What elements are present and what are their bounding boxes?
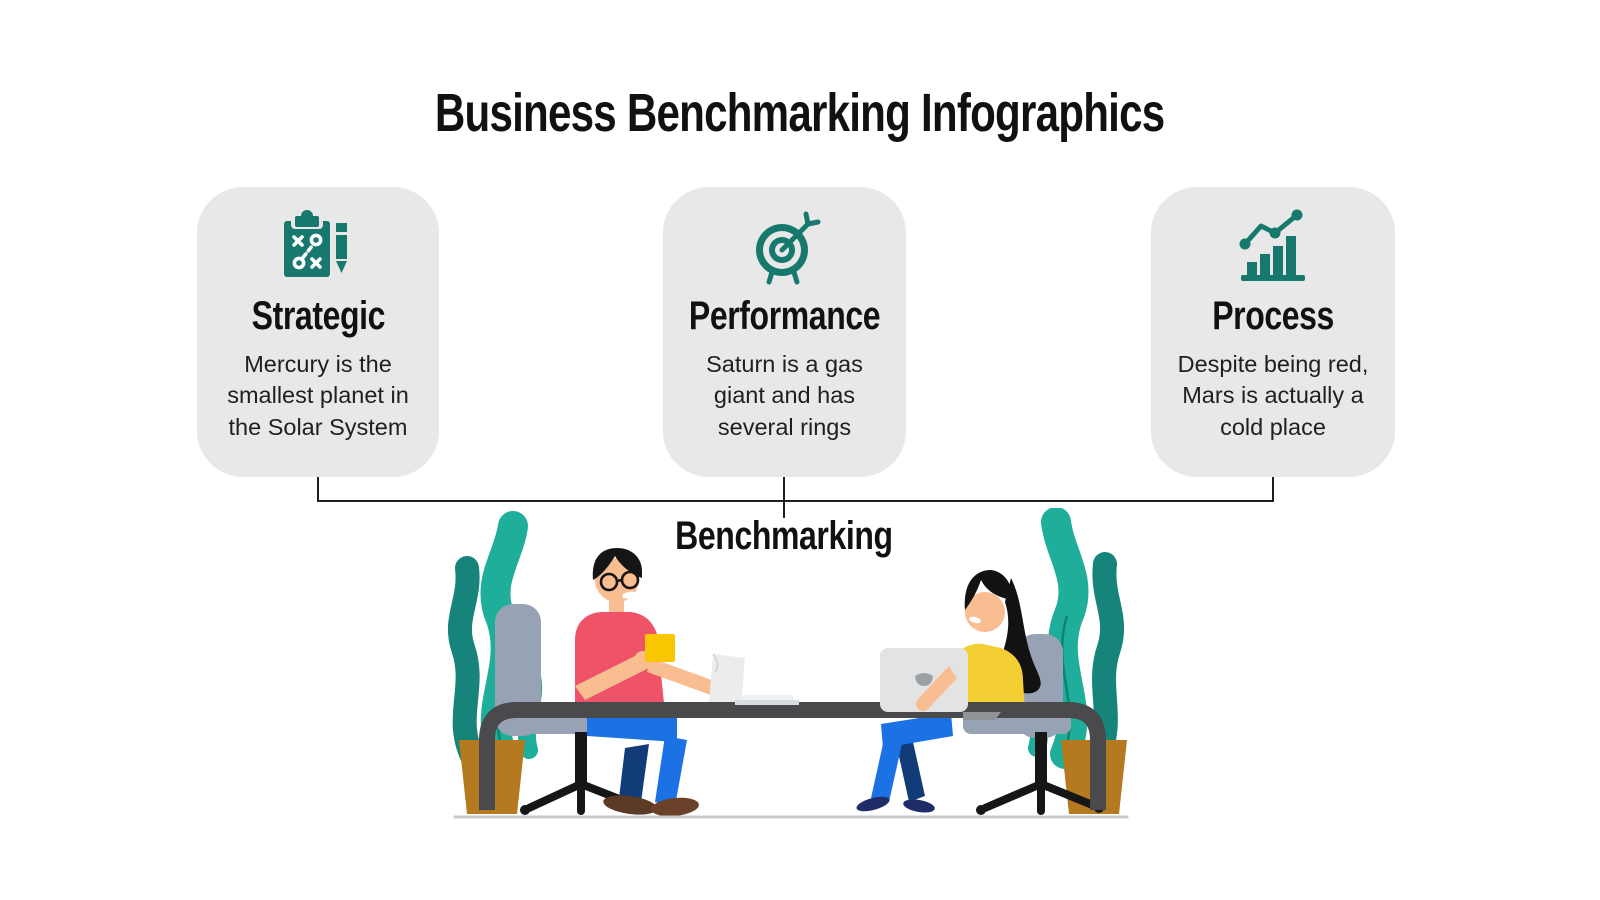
strategy-clipboard-icon bbox=[278, 207, 358, 287]
card-description-line: several rings bbox=[717, 413, 852, 440]
card-process: Process Despite being red, Mars is actua… bbox=[1151, 187, 1395, 477]
benchmarking-label: Benchmarking bbox=[675, 514, 893, 558]
card-description-line: Mercury is the bbox=[244, 351, 392, 377]
meeting-table bbox=[479, 702, 1106, 810]
card-description-line: Despite being red, bbox=[1177, 351, 1369, 377]
card-description-line: giant and has bbox=[713, 382, 856, 409]
target-arrow-icon bbox=[745, 207, 825, 287]
card-description: Despite being red, Mars is actually a co… bbox=[1178, 349, 1369, 443]
card-description-line: Saturn is a gas bbox=[706, 351, 863, 377]
card-strategic: Strategic Mercury is the smallest planet… bbox=[197, 187, 439, 477]
card-description: Mercury is the smallest planet in the So… bbox=[227, 349, 409, 443]
card-performance: Performance Saturn is a gas giant and ha… bbox=[663, 187, 906, 477]
coworkers-illustration bbox=[447, 508, 1129, 819]
laptop bbox=[880, 648, 1001, 720]
card-description-line: smallest planet in bbox=[227, 382, 409, 409]
growth-chart-icon bbox=[1233, 207, 1313, 287]
page-title: Business Benchmarking Infographics bbox=[435, 83, 1165, 143]
card-description-line: cold place bbox=[1220, 413, 1326, 440]
card-description-line: the Solar System bbox=[228, 413, 408, 440]
card-title: Performance bbox=[688, 294, 881, 338]
card-title: Strategic bbox=[251, 294, 385, 338]
paper-stack bbox=[735, 695, 799, 705]
card-description: Saturn is a gas giant and has several ri… bbox=[706, 349, 863, 443]
card-description-line: Mars is actually a bbox=[1182, 382, 1364, 409]
man-with-mug bbox=[575, 548, 745, 817]
card-title: Process bbox=[1212, 294, 1334, 338]
woman-arm bbox=[916, 666, 957, 711]
